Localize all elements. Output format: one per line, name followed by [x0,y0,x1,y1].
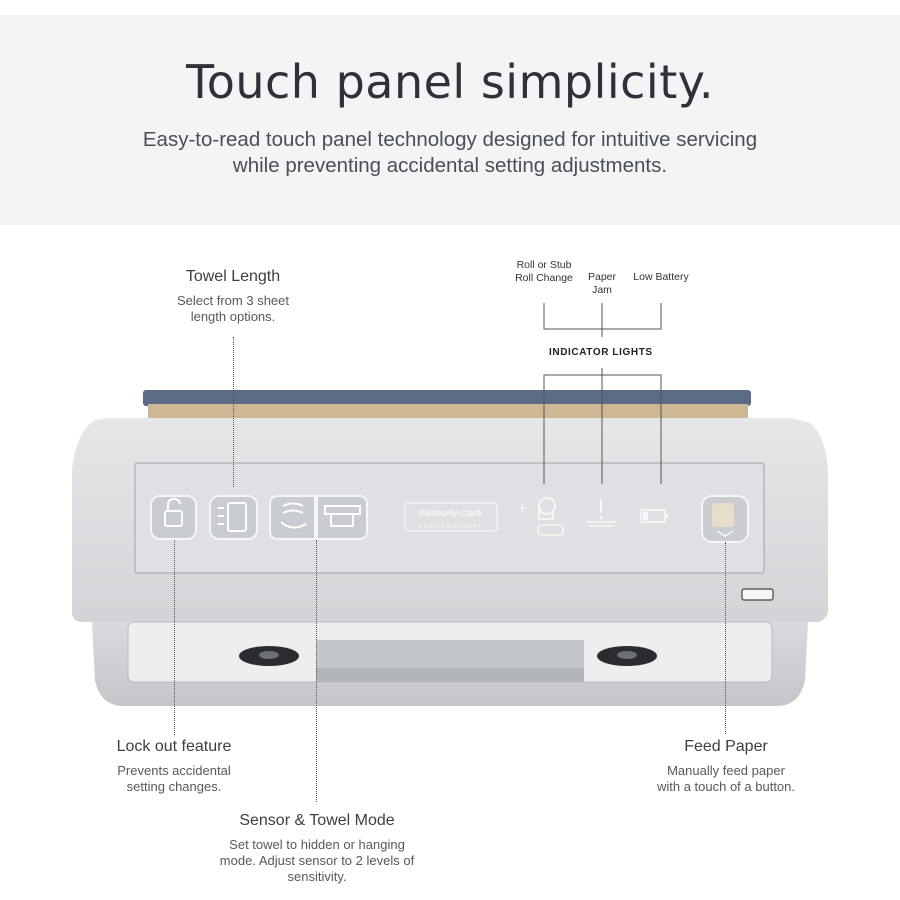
towel-length-leader [233,337,234,487]
roll-change-icon: + [517,497,564,536]
lid-cover [143,390,751,406]
sensor-icon[interactable] [269,495,316,540]
low-battery-icon [640,509,668,523]
low-battery-label: Low Battery [633,271,689,283]
roll-change-label: Roll or Stub Roll Change [515,259,573,284]
paper-jam-label: Paper Jam [587,271,617,296]
touch-panel [134,462,765,574]
towel-length-icon[interactable] [209,495,258,540]
sensor-mode-title: Sensor & Towel Mode [239,812,395,829]
lockout-title: Lock out feature [116,738,232,755]
hero-banner: Touch panel simplicity. Easy-to-read tou… [0,15,900,225]
feed-leader [725,542,726,734]
svg-text:+: + [517,501,528,516]
brand-logo: Kimberly-Clark PROFESSIONAL [404,502,498,532]
towel-length-title: Towel Length [185,268,281,285]
lockout-text: Prevents accidental setting changes. [117,763,231,794]
feed-paper-text: Manually feed paper with a touch of a bu… [656,763,796,794]
brand-name: Kimberly-Clark [419,508,484,518]
sensor-mode-text: Set towel to hidden or hanging mode. Adj… [219,837,415,884]
towel-length-text: Select from 3 sheet length options. [177,293,289,324]
indicator-lights-title: INDICATOR LIGHTS [549,347,653,358]
paper-jam-icon [586,499,616,527]
towel-mode-icon[interactable] [316,495,368,540]
brand-sub: PROFESSIONAL [418,524,484,530]
sensor-leader [316,540,317,802]
feed-paper-title: Feed Paper [684,738,768,755]
lock-icon[interactable] [150,495,197,540]
indicator-bracket [543,303,662,484]
side-key-button[interactable] [741,588,774,601]
lockout-leader [174,540,175,735]
page-title: Touch panel simplicity. [185,55,715,109]
feed-paper-icon[interactable] [701,495,749,543]
page-subtitle: Easy-to-read touch panel technology desi… [142,128,758,177]
